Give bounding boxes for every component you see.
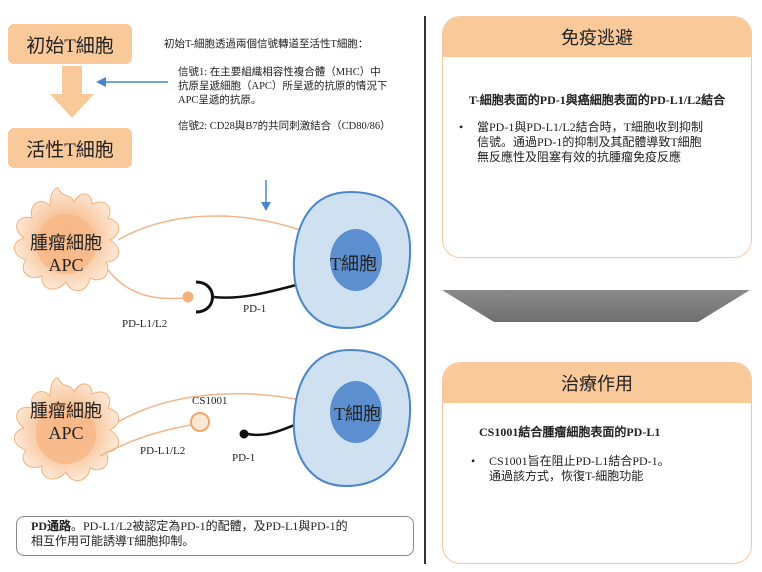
pd-pathway-footnote: PD通路。PD-L1/L2被認定為PD-1的配體，及PD-L1與PD-1的 相互… (16, 516, 414, 556)
cs1001-antibody (190, 412, 210, 432)
chevron-down-icon (442, 290, 750, 322)
ligand-label-2: PD-L1/L2 (140, 445, 186, 457)
therapeutic-effect-title: 治療作用 (443, 363, 751, 403)
ligand-stem-1 (107, 269, 185, 300)
therapeutic-effect-bullet: • CS1001旨在阻止PD-L1結合PD-1。 通過該方式，恢復T-細胞功能 (471, 454, 751, 484)
t-cell-label-1: T細胞 (330, 254, 377, 274)
apc-label-1-line-2: APC (48, 255, 84, 275)
receptor-label-2: PD-1 (232, 452, 256, 464)
signal-2-text: 信號2: CD28與B7的共同刺激結合（CD80/86） (178, 121, 391, 132)
apc-label-2-line-2: APC (48, 423, 84, 443)
column-divider (424, 16, 426, 564)
down-arrow-icon (50, 66, 94, 118)
apc-label-2: 腫瘤細胞 APC (16, 400, 116, 444)
bullet-dot-1: • (459, 120, 464, 134)
bullet-dot-2: • (471, 454, 476, 468)
signal-1-line-1: 信號1: 在主要組織相容性複合體（MHC）中 (178, 67, 381, 78)
ligand-label-1: PD-L1/L2 (122, 318, 168, 330)
immune-escape-panel: 免疫逃避 T-細胞表面的PD-1與癌細胞表面的PD-L1/L2結合 • 當PD-… (442, 16, 752, 258)
therapeutic-effect-panel: 治療作用 CS1001結合腫瘤細胞表面的PD-L1 • CS1001旨在阻止PD… (442, 362, 752, 564)
footnote-bold: PD通路 (31, 519, 71, 533)
footnote-line-2: 相互作用可能誘導T細胞抑制。 (31, 534, 195, 548)
naive-t-cell-label: 初始T細胞 (26, 35, 114, 57)
t-cell-1 (292, 190, 412, 330)
signal-1-line-2: 抗原呈遞細胞（APC）所呈遞的抗原的情況下 (178, 81, 388, 92)
receptor-label-1: PD-1 (243, 303, 267, 315)
left-arrow-icon (96, 77, 168, 87)
signal-1-text: 信號1: 在主要組織相容性複合體（MHC）中 抗原呈遞細胞（APC）所呈遞的抗原… (178, 66, 387, 108)
signal-down-arrow-icon (261, 180, 271, 211)
pd1-stem-1 (213, 282, 301, 299)
pd1-receptor-1 (195, 280, 214, 314)
naive-t-cell-box: 初始T細胞 (8, 24, 132, 64)
immune-escape-title: 免疫逃避 (443, 17, 751, 57)
apc-label-1-line-1: 腫瘤細胞 (30, 233, 102, 253)
apc-label-2-line-1: 腫瘤細胞 (30, 401, 102, 421)
pd-pathway-diagram (14, 180, 412, 488)
tumor-cell-apc-2 (14, 377, 120, 482)
therapeutic-effect-subtitle: CS1001結合腫瘤細胞表面的PD-L1 (479, 425, 661, 439)
immune-escape-bullet: • 當PD-1與PD-L1/L2結合時，T細胞收到抑制 信號。通過PD-1的抑制… (459, 120, 751, 165)
ligand-stem-2 (99, 423, 197, 457)
therapeutic-effect-bullet-text: CS1001旨在阻止PD-L1結合PD-1。 通過該方式，恢復T-細胞功能 (489, 454, 670, 483)
pd1-receptor-2 (239, 429, 249, 439)
mhc-connector-2 (117, 392, 301, 423)
immune-escape-bullet-text: 當PD-1與PD-L1/L2結合時，T細胞收到抑制 信號。通過PD-1的抑制及其… (477, 120, 703, 164)
apc-label-1: 腫瘤細胞 APC (16, 232, 116, 276)
mhc-connector-1 (117, 215, 301, 241)
active-t-cell-label: 活性T細胞 (26, 139, 114, 161)
t-cell-label-2: T細胞 (334, 404, 381, 424)
tumor-cell-apc-1 (14, 187, 120, 292)
immune-escape-subtitle: T-細胞表面的PD-1與癌細胞表面的PD-L1/L2結合 (468, 93, 726, 107)
footnote-text: 。PD-L1/L2被認定為PD-1的配體，及PD-L1與PD-1的 (71, 519, 348, 533)
drug-label: CS1001 (192, 395, 228, 407)
t-cell-2 (292, 348, 412, 488)
active-t-cell-box: 活性T細胞 (8, 128, 132, 168)
signal-1-line-3: APC呈遞的抗原。 (178, 95, 262, 106)
activation-intro: 初始T-細胞透過兩個信號轉道至活性T細胞： (164, 39, 369, 50)
ligand-1 (182, 291, 194, 303)
